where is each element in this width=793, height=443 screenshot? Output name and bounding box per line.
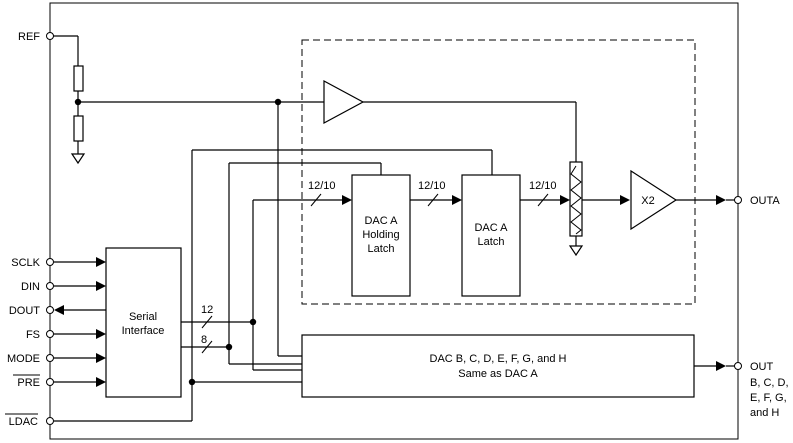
pin-label-din: DIN (21, 281, 40, 293)
dac-latch-label-1: DAC A (474, 222, 508, 234)
bus-label-12: 12 (201, 304, 213, 316)
pin-din (46, 282, 54, 290)
dac-a-region (301, 39, 696, 305)
serial-interface-label-1: Serial (129, 311, 157, 323)
resistor-string (568, 161, 584, 257)
pin-out-bh (734, 362, 742, 370)
pin-pre (46, 378, 54, 386)
bus-slash-1210-a (310, 193, 322, 207)
pin-label-out: OUT (750, 361, 774, 373)
holding-latch-block (351, 174, 411, 297)
pin-outa (734, 196, 742, 204)
reference-buffer (323, 79, 365, 125)
pin-label-ref: REF (18, 31, 40, 43)
bus-label-1210-c: 12/10 (529, 180, 557, 192)
pin-label-out-line-2: E, F, G, (750, 392, 787, 404)
holding-latch-label-1: DAC A (364, 215, 398, 227)
ground-symbol-dac (568, 245, 584, 257)
chip-boundary (49, 2, 739, 440)
x2-buffer (630, 169, 678, 231)
bus-slash-1210-b (427, 193, 439, 207)
pin-mode (46, 354, 54, 362)
pin-label-dout: DOUT (9, 305, 40, 317)
ground-symbol-ref (70, 153, 86, 165)
pin-ldac (46, 417, 54, 425)
dac-others-label-2: Same as DAC A (458, 368, 538, 380)
pin-dout (46, 306, 54, 314)
dac-latch-label-2: Latch (478, 236, 505, 248)
pin-label-pre: PRE (17, 377, 40, 389)
pin-label-outa: OUTA (750, 195, 780, 207)
resistor-top (73, 65, 84, 92)
pin-label-out-line-1: B, C, D, (750, 377, 789, 389)
holding-latch-label-2: Holding (362, 229, 399, 241)
pin-sclk (46, 258, 54, 266)
pin-label-sclk: SCLK (11, 257, 40, 269)
bus-label-1210-b: 12/10 (418, 180, 446, 192)
bus-slash-8 (201, 340, 213, 354)
bus-label-1210-a: 12/10 (308, 180, 336, 192)
pin-label-fs: FS (26, 329, 40, 341)
bus-slash-12 (201, 315, 213, 329)
pin-ref (46, 32, 54, 40)
dac-others-block (301, 334, 695, 398)
pin-fs (46, 330, 54, 338)
dac-latch-block (461, 174, 521, 297)
bus-label-8: 8 (201, 334, 207, 346)
pin-label-mode: MODE (7, 353, 40, 365)
dac-others-label-1: DAC B, C, D, E, F, G, and H (430, 353, 567, 365)
pin-label-out-line-3: and H (750, 407, 779, 419)
holding-latch-label-3: Latch (368, 243, 395, 255)
ref-network (50, 35, 324, 165)
x2-buffer-label: X2 (641, 195, 654, 207)
bus-slash-1210-c (537, 193, 549, 207)
serial-interface-label-2: Interface (122, 325, 165, 337)
resistor-bottom (73, 115, 84, 142)
pin-label-ldac: LDAC (9, 416, 38, 428)
